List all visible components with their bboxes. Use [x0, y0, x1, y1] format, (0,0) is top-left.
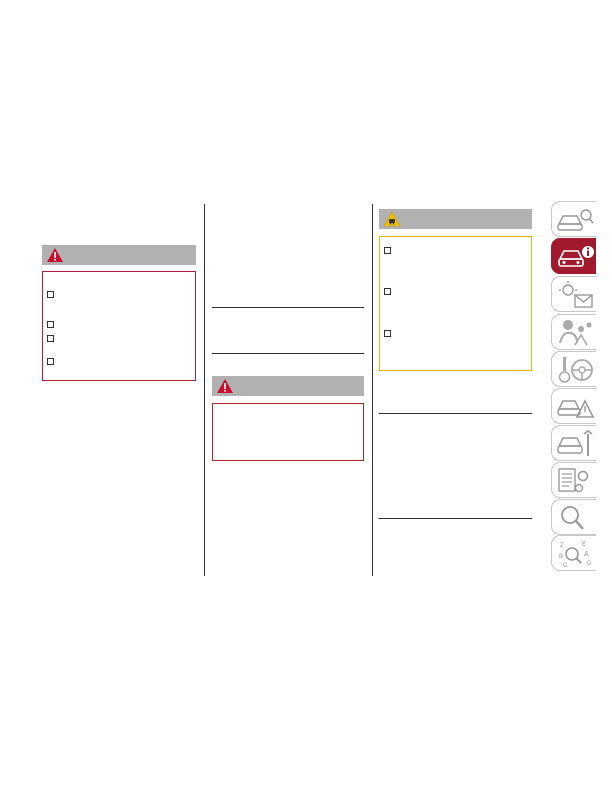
svg-text:B: B: [559, 554, 563, 560]
warning-header-bar: [42, 245, 196, 265]
caution-triangle-icon: [383, 211, 401, 227]
alphabetical-index-icon: Z B C E A D: [559, 542, 592, 569]
svg-text:D: D: [587, 561, 592, 567]
section-rule: [379, 518, 532, 519]
nav-tab-warning-lights[interactable]: [551, 276, 596, 312]
caution-box: [379, 236, 532, 371]
warning-triangle-icon: [47, 248, 63, 262]
svg-text:Z: Z: [560, 543, 564, 549]
safety-airbag-icon: [559, 320, 592, 346]
list-bullet: [47, 291, 54, 298]
search-index-icon: [561, 506, 584, 530]
warning-box: [42, 271, 196, 381]
list-bullet: [47, 321, 54, 328]
car-maintenance-icon: [557, 430, 593, 456]
nav-tab-maintenance[interactable]: [551, 425, 596, 461]
svg-text:A: A: [584, 551, 589, 558]
nav-tab-safety[interactable]: [551, 314, 596, 350]
list-bullet: [384, 288, 391, 295]
nav-tab-index[interactable]: Z B C E A D: [551, 535, 596, 571]
warning-lights-message-icon: [559, 281, 593, 308]
car-search-icon: [557, 209, 594, 231]
caution-header-bar: [379, 209, 532, 229]
column-divider-right: [372, 204, 373, 576]
svg-text:E: E: [582, 542, 586, 548]
column-divider-left: [204, 204, 205, 576]
nav-tab-technical-data[interactable]: [551, 462, 596, 498]
car-info-icon: [558, 246, 594, 267]
warning-box: [212, 403, 364, 461]
section-rule: [212, 353, 364, 354]
nav-tab-emergency[interactable]: [551, 388, 596, 424]
list-bullet: [47, 335, 54, 342]
list-bullet: [47, 358, 54, 365]
key-steering-wheel-icon: [558, 357, 593, 383]
list-bullet: [384, 247, 391, 254]
section-rule: [212, 307, 364, 308]
car-emergency-icon: [557, 399, 595, 418]
svg-text:C: C: [563, 563, 568, 569]
list-bullet: [384, 330, 391, 337]
nav-tab-car-info[interactable]: [551, 238, 596, 274]
nav-tab-knowing-the-car[interactable]: [551, 201, 596, 237]
warning-triangle-icon: [217, 379, 233, 393]
nav-tab-search[interactable]: [551, 499, 596, 535]
technical-data-icon: [558, 468, 589, 493]
warning-header-bar: [212, 376, 364, 396]
nav-tab-starting-driving[interactable]: [551, 351, 596, 387]
section-rule: [379, 413, 532, 414]
